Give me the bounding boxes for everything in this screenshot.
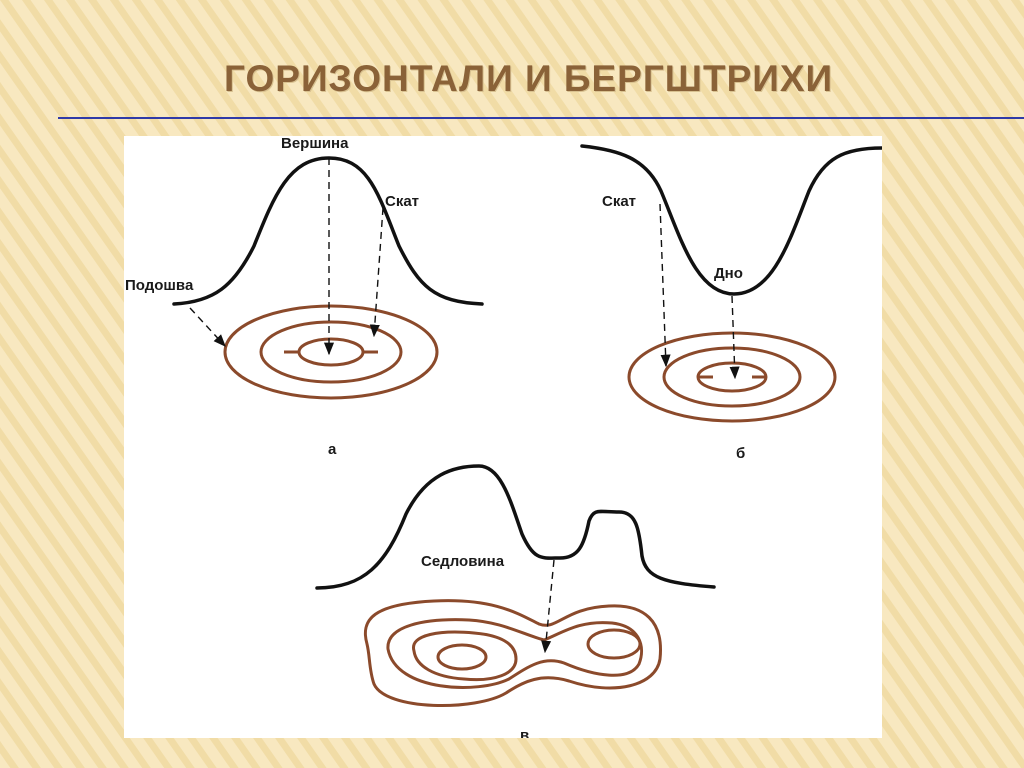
hill-slope-arrow	[369, 207, 384, 338]
diagram-hill: Вершина Скат Подошва а	[125, 136, 484, 458]
hollow-contour-outer	[627, 331, 837, 423]
saddle-contour-outer	[363, 599, 662, 708]
hill-contour-middle	[259, 320, 403, 384]
diagram-hollow: Скат Дно б	[580, 144, 882, 462]
saddle-arrow	[541, 559, 555, 654]
caption-c: в	[520, 727, 529, 738]
slide-title: ГОРИЗОНТАЛИ И БЕРГШТРИХИ	[224, 58, 834, 99]
bottom-label: Дно	[714, 265, 743, 282]
caption-b: б	[736, 445, 745, 462]
bottom-arrow	[729, 295, 740, 380]
foot-arrow	[189, 307, 226, 347]
saddle-profile	[315, 464, 716, 590]
hill-contour-inner	[297, 337, 365, 367]
diagram-panel	[124, 136, 882, 738]
foot-label: Подошва	[125, 277, 194, 294]
caption-a: а	[328, 441, 337, 458]
relief-diagram: Вершина Скат Подошва а Скат Дно б Седлов…	[125, 136, 882, 738]
hollow-profile	[580, 144, 882, 296]
title-underline	[58, 117, 1024, 119]
hill-profile	[172, 156, 484, 306]
saddle-label: Седловина	[421, 553, 505, 570]
saddle-contour-left-peak	[436, 643, 488, 671]
hollow-contour-middle	[662, 346, 802, 408]
saddle-contour-right-peak	[586, 628, 642, 660]
summit-label: Вершина	[281, 136, 349, 152]
diagram-saddle: Седловина в	[315, 464, 716, 738]
hollow-slope-label: Скат	[602, 193, 636, 210]
hollow-slope-arrow	[659, 203, 671, 368]
hill-slope-label: Скат	[385, 193, 419, 210]
saddle-contour-inner	[412, 630, 518, 682]
hill-contour-outer	[223, 304, 439, 400]
